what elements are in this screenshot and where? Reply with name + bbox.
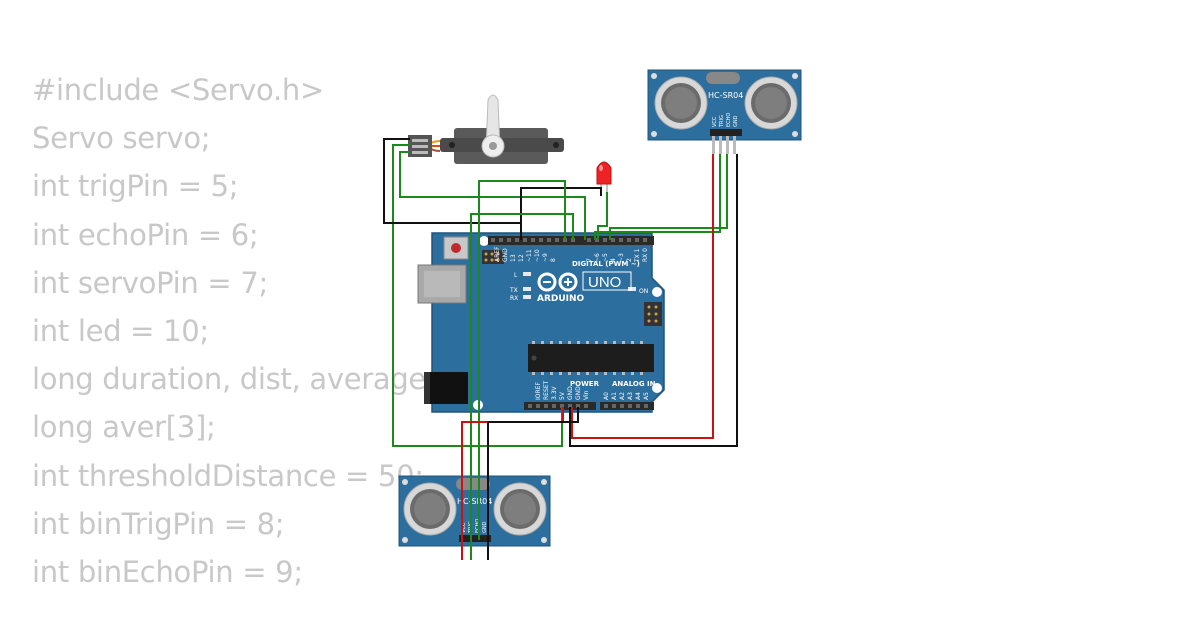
arduino-logo-icon xyxy=(537,272,578,292)
code-line: #include <Servo.h> xyxy=(32,73,324,107)
pin-label: 8 xyxy=(550,258,557,262)
pin-label: 12 xyxy=(518,254,525,262)
pin-label: A0 xyxy=(603,392,610,400)
red-led[interactable] xyxy=(596,161,612,196)
code-line: int binEchoPin = 9; xyxy=(32,554,303,589)
pin-label: ECHO xyxy=(726,113,732,127)
code-line: long aver[3]; xyxy=(32,410,216,445)
pin-label: ~11 xyxy=(526,249,533,262)
wire-green[interactable] xyxy=(392,144,563,447)
pin-label: TRIG xyxy=(719,115,725,128)
analog-header xyxy=(600,402,654,410)
digital-pwm-label: DIGITAL (PWM ~) xyxy=(572,260,640,268)
code-line: Servo servo; xyxy=(32,121,211,156)
l-label: L xyxy=(514,272,518,279)
pin-label: 7 xyxy=(586,258,593,262)
wire-green[interactable] xyxy=(399,151,586,240)
board-brand: ARDUINO xyxy=(537,294,585,304)
code-line: int led = 10; xyxy=(32,313,209,348)
code-line: int echoPin = 6; xyxy=(32,217,259,252)
pin-label: RESET xyxy=(543,380,550,400)
wire-green[interactable] xyxy=(609,154,728,240)
code-line: int servoPin = 7; xyxy=(32,265,268,300)
pin-label: Vin xyxy=(583,390,590,400)
on-label: ON xyxy=(639,288,648,295)
wire-black[interactable] xyxy=(520,187,602,223)
ultrasonic-sensor-top[interactable]: HC-SR04 VCC TRIG ECHO GND xyxy=(647,69,802,154)
pin-label: GND xyxy=(482,521,488,533)
pin-label: VCC xyxy=(712,116,718,127)
wire-green[interactable] xyxy=(470,213,574,476)
code-line: int thresholdDistance = 50; xyxy=(32,458,424,493)
sensor-label: HC-SR04 xyxy=(457,497,492,506)
pin-label: GND xyxy=(733,115,739,127)
pin-label: ~3 xyxy=(618,253,625,262)
wire-black[interactable] xyxy=(383,138,522,240)
pin-label: 13 xyxy=(510,254,517,262)
pin-label: ~6 xyxy=(594,253,601,262)
wire-green[interactable] xyxy=(478,180,566,540)
arduino-uno-board[interactable]: AREF GND 13 12 ~11 ~10 ~9 8 7 ~6 ~5 4 ~3… xyxy=(417,232,665,413)
pin-label: VCC xyxy=(461,522,467,533)
rx-label: RX xyxy=(510,295,518,302)
pin-label: A4 xyxy=(635,392,642,400)
pin-label: 5V xyxy=(559,391,566,400)
pin-label: TX 1 xyxy=(634,248,641,263)
wire-green[interactable] xyxy=(594,154,721,240)
code-line: int trigPin = 5; xyxy=(32,169,239,204)
ultrasonic-sensor-bottom[interactable]: HC-SR04 VCC TRIG ECHO GND xyxy=(398,475,551,547)
pin-label: GND xyxy=(567,386,574,400)
pin-label: ~5 xyxy=(602,253,609,262)
pin-label: ~10 xyxy=(534,249,541,262)
code-line: int binTrigPin = 8; xyxy=(32,506,285,541)
pin-label: A5 xyxy=(643,392,650,400)
pin-label: A3 xyxy=(627,392,634,400)
servo-motor[interactable] xyxy=(408,94,564,164)
code-line: long duration, dist, average; xyxy=(32,362,436,397)
pin-label: 3.3V xyxy=(551,385,558,400)
power-label: POWER xyxy=(570,380,600,388)
atmega-chip xyxy=(528,344,654,372)
pin-label-aref: AREF xyxy=(494,246,501,262)
pin-label: A1 xyxy=(611,392,618,400)
board-model: UNO xyxy=(588,274,621,291)
pin-label: A2 xyxy=(619,392,626,400)
pin-label: 2 xyxy=(626,258,633,262)
pin-label: RX 0 xyxy=(642,248,649,262)
power-jack xyxy=(424,372,468,404)
analog-in-label: ANALOG IN xyxy=(612,380,656,388)
wire-black[interactable] xyxy=(487,407,579,560)
pin-label: GND xyxy=(575,386,582,400)
sensor-label: HC-SR04 xyxy=(708,91,743,100)
pin-label-gnd: GND xyxy=(502,248,509,262)
wire-black[interactable] xyxy=(569,154,738,447)
pin-label: ~9 xyxy=(542,253,549,262)
pin-label: 4 xyxy=(610,258,617,262)
code-listing: #include <Servo.h> Servo servo; int trig… xyxy=(32,66,436,596)
wires xyxy=(383,138,738,560)
pin-label: IOREF xyxy=(535,382,542,400)
tx-label: TX xyxy=(509,287,518,294)
